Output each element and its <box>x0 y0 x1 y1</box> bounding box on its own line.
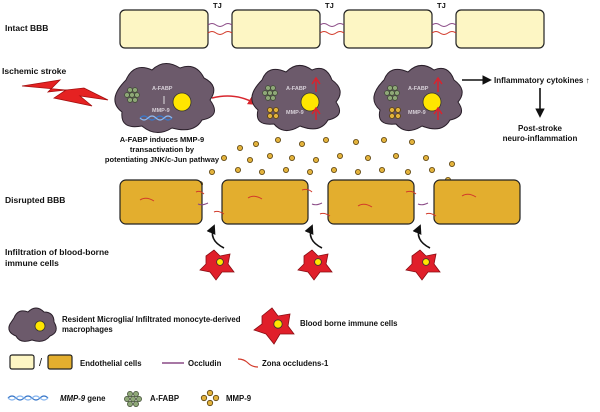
intact-endothelial-cell <box>455 9 545 49</box>
infiltration-arrow-icon <box>206 224 225 249</box>
legend-immune-label: Blood borne immune cells <box>300 319 398 328</box>
afabp-cluster-icon <box>124 87 140 103</box>
post-stroke-line2: neuro-inflammation <box>503 134 578 143</box>
disrupted-endothelial-cell <box>433 179 521 225</box>
broken-junction <box>195 190 205 195</box>
intact-endothelial-cell <box>343 9 433 49</box>
broken-junction <box>213 210 225 215</box>
legend-zo1-line <box>237 358 259 368</box>
mmp9-gene-icon <box>139 115 173 121</box>
intact-endothelial-cell <box>119 9 209 49</box>
intact-bbb-row: TJ TJ TJ <box>119 1 545 49</box>
disrupted-bbb-row <box>119 179 521 225</box>
immune-cell-icon <box>199 249 235 281</box>
afabp-cluster-icon <box>384 85 400 101</box>
legend-endothelial-label: Endothelial cells <box>80 359 142 368</box>
legend-afabp-label: A-FABP <box>150 394 179 403</box>
tj-label: TJ <box>437 1 446 10</box>
cell-mmp9-label: MMP-9 <box>286 110 304 116</box>
tj-label: TJ <box>213 1 222 10</box>
tight-junction <box>319 23 345 35</box>
disrupted-bbb-label: Disrupted BBB <box>5 195 65 205</box>
legend-slash: / <box>39 357 43 369</box>
upregulation-arrow-icon <box>433 76 443 92</box>
immune-cell-icon <box>405 249 441 281</box>
legend-mmp9-label: MMP-9 <box>226 394 252 403</box>
disrupted-endothelial-cell <box>221 179 309 225</box>
legend-mmp9-icon <box>200 389 220 407</box>
tj-label: TJ <box>325 1 334 10</box>
infiltration-line1: Infiltration of blood-borne <box>5 247 109 257</box>
upregulation-arrow-icon <box>311 106 321 120</box>
legend-occludin-label: Occludin <box>188 359 222 368</box>
afabp-cluster-icon <box>262 85 278 101</box>
broken-junction <box>197 202 209 206</box>
broken-junction <box>319 212 331 217</box>
legend-zo1-label: Zona occludens-1 <box>262 359 329 368</box>
legend-immune-cell-icon <box>253 307 295 345</box>
broken-junction <box>425 212 437 217</box>
microglia-icon: A-FABP MMP-9 <box>114 63 215 133</box>
legend-mmp9-gene-icon <box>7 395 49 401</box>
afabp-caption-line2: transactivation by <box>130 145 195 154</box>
internal-junction <box>139 197 155 202</box>
cell-mmp9-label: MMP-9 <box>408 110 426 116</box>
legend-disrupted-cell-swatch <box>47 354 73 370</box>
broken-junction <box>405 190 417 195</box>
disrupted-endothelial-cell <box>327 179 415 225</box>
afabp-caption-line1: A-FABP induces MMP-9 <box>120 135 204 144</box>
released-mmp9-dots <box>196 136 455 187</box>
cell-afabp-label: A-FABP <box>286 86 307 92</box>
tight-junction <box>207 23 233 35</box>
mmp9-cluster-icon <box>389 107 401 119</box>
disrupted-endothelial-cell <box>119 179 203 225</box>
legend-microglia-icon <box>8 307 57 342</box>
legend-afabp-icon <box>124 391 142 407</box>
afabp-caption-line3: potentiating JNK/c-Jun pathway <box>105 155 220 164</box>
infiltration-arrow-icon <box>304 224 323 249</box>
cell-afabp-label: A-FABP <box>152 86 173 92</box>
microglia-icon: A-FABP MMP-9 <box>373 65 463 131</box>
internal-junction <box>461 193 477 198</box>
cell-afabp-label: A-FABP <box>408 86 429 92</box>
infiltration-arrow-icon <box>412 224 431 249</box>
upregulation-arrow-icon <box>311 76 321 92</box>
broken-junction <box>301 188 313 193</box>
inflammatory-cytokines-label: Inflammatory cytokines ↑ <box>494 76 590 85</box>
legend-mmp9-gene-label: MMP-9 gene <box>60 394 106 403</box>
cell-mmp9-label: MMP-9 <box>152 108 170 114</box>
lightning-icon <box>21 79 109 107</box>
legend: Resident Microglia/ Infiltrated monocyte… <box>7 307 398 407</box>
legend-intact-cell-swatch <box>9 354 35 370</box>
legend-microglia-line2: macrophages <box>62 325 113 334</box>
mmp9-cluster-icon <box>267 107 279 119</box>
intact-endothelial-cell <box>231 9 321 49</box>
microglia-icon: A-FABP MMP-9 <box>251 65 341 131</box>
tight-junction <box>431 23 457 35</box>
progression-arrow-icon <box>211 95 258 105</box>
immune-cell-icon <box>297 249 333 281</box>
ischemic-stroke-label: Ischemic stroke <box>2 66 67 76</box>
infiltration-line2: immune cells <box>5 258 59 268</box>
internal-junction <box>247 195 263 200</box>
broken-junction <box>417 202 429 206</box>
post-stroke-line1: Post-stroke <box>518 124 563 133</box>
intact-bbb-label: Intact BBB <box>5 23 48 33</box>
internal-junction <box>357 203 373 208</box>
legend-microglia-line1: Resident Microglia/ Infiltrated monocyte… <box>62 315 241 324</box>
upregulation-arrow-icon <box>433 106 443 120</box>
broken-junction <box>311 202 323 206</box>
